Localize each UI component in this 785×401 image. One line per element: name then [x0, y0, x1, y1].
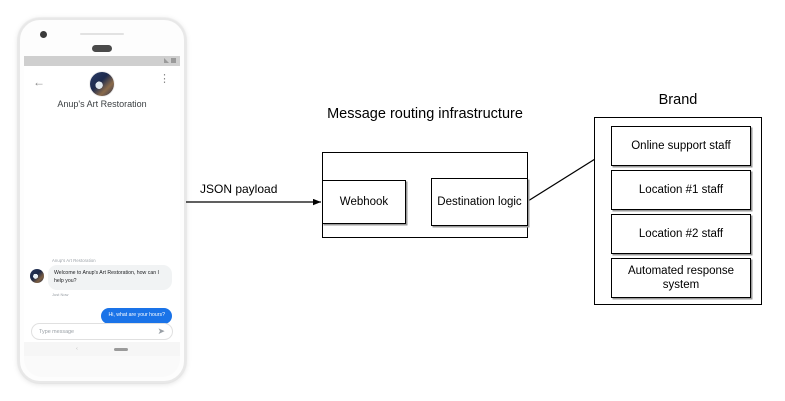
message-timestamp: Just Now: [52, 291, 69, 297]
phone-chin: [24, 356, 180, 377]
phone-speaker-grille: [80, 33, 124, 35]
node-location-2-staff-label: Location #2 staff: [638, 227, 724, 240]
phone-mockup: ← ⋮ Anup's Art Restoration Anup's Art Re…: [18, 18, 186, 383]
node-location-1-staff-label: Location #1 staff: [638, 183, 724, 196]
node-destination-logic[interactable]: Destination logic: [431, 178, 528, 226]
avatar: [30, 269, 44, 283]
node-webhook[interactable]: Webhook: [322, 180, 406, 224]
chat-app-header: ← ⋮ Anup's Art Restoration: [24, 66, 180, 118]
node-automated-response-system[interactable]: Automated response system: [611, 258, 751, 298]
phone-camera-icon: [40, 31, 47, 38]
node-destination-logic-label: Destination logic: [437, 195, 522, 208]
status-bar: [24, 56, 180, 66]
back-arrow-icon[interactable]: ←: [33, 75, 45, 89]
node-automated-response-system-label: Automated response system: [627, 264, 735, 291]
infrastructure-title: Message routing infrastructure: [327, 106, 523, 122]
user-message-bubble: Hi, what are your hours?: [101, 308, 172, 324]
list-item: Anup's Art Restoration Welcome to Anup's…: [30, 258, 172, 297]
overflow-menu-icon[interactable]: ⋮: [159, 73, 170, 85]
nav-back-icon[interactable]: ‹: [76, 346, 78, 352]
node-online-support-staff-label: Online support staff: [631, 139, 731, 152]
avatar: [90, 72, 114, 96]
battery-icon: [171, 58, 176, 63]
node-location-2-staff[interactable]: Location #2 staff: [611, 214, 751, 254]
chat-message-list[interactable]: Anup's Art Restoration Welcome to Anup's…: [24, 118, 180, 356]
message-composer[interactable]: Type message ➤: [31, 323, 173, 340]
nav-home-indicator[interactable]: [113, 347, 128, 351]
phone-screen: ← ⋮ Anup's Art Restoration Anup's Art Re…: [24, 56, 180, 356]
bot-message-bubble: Welcome to Anup's Art Restoration, how c…: [48, 265, 172, 290]
message-sender-label: Anup's Art Restoration: [52, 258, 96, 263]
brand-title: Brand: [658, 92, 698, 108]
edge-label-json-payload: JSON payload: [200, 182, 278, 196]
android-nav-bar: ‹: [24, 342, 180, 356]
node-online-support-staff[interactable]: Online support staff: [611, 126, 751, 166]
send-icon[interactable]: ➤: [157, 326, 165, 336]
message-input[interactable]: Type message: [39, 328, 75, 335]
phone-earpiece: [92, 45, 112, 52]
node-location-1-staff[interactable]: Location #1 staff: [611, 170, 751, 210]
node-webhook-label: Webhook: [339, 195, 389, 208]
page-title: Anup's Art Restoration: [57, 99, 147, 109]
status-bar-icons: [164, 58, 176, 63]
signal-triangle-icon: [164, 58, 169, 63]
